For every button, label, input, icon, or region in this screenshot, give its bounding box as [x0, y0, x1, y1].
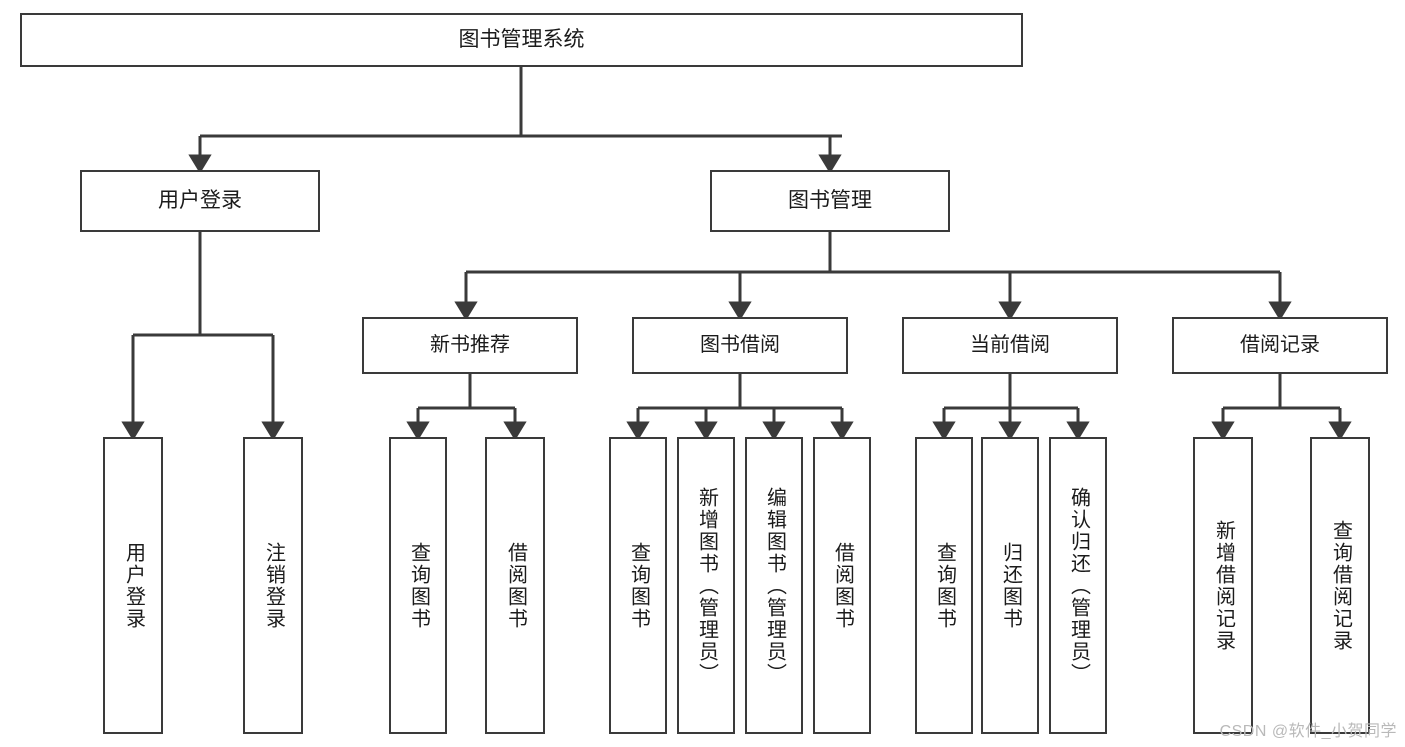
node-leaf-12-label: 新增借阅记录	[1212, 519, 1235, 652]
node-leaf-2-label: 注销登录	[262, 541, 285, 630]
node-level2-1-label: 用户登录	[158, 188, 242, 212]
node-leaf-5[interactable]: 查询图书	[609, 437, 667, 734]
node-root-label: 图书管理系统	[458, 27, 585, 51]
node-level2-2-label: 图书管理	[788, 188, 872, 212]
node-leaf-4[interactable]: 借阅图书	[485, 437, 545, 734]
node-leaf-8[interactable]: 借阅图书	[813, 437, 871, 734]
node-leaf-13[interactable]: 查询借阅记录	[1310, 437, 1370, 734]
node-leaf-7-label: 编辑图书（管理员）	[763, 486, 786, 685]
node-leaf-5-label: 查询图书	[627, 541, 650, 630]
node-leaf-8-label: 借阅图书	[831, 541, 854, 630]
node-leaf-3-label: 查询图书	[407, 541, 430, 630]
node-leaf-1-label: 用户登录	[122, 541, 145, 630]
node-level3-2-label: 图书借阅	[700, 333, 780, 356]
node-leaf-1[interactable]: 用户登录	[103, 437, 163, 734]
node-level3-4[interactable]: 借阅记录	[1172, 317, 1388, 374]
node-level3-1-label: 新书推荐	[430, 333, 510, 356]
watermark: CSDN @软件_小贺同学	[1219, 723, 1397, 740]
node-leaf-2[interactable]: 注销登录	[243, 437, 303, 734]
node-level3-3-label: 当前借阅	[970, 333, 1050, 356]
node-leaf-10[interactable]: 归还图书	[981, 437, 1039, 734]
node-leaf-11-label: 确认归还（管理员）	[1067, 486, 1090, 685]
node-level2-2[interactable]: 图书管理	[710, 170, 950, 232]
node-leaf-3[interactable]: 查询图书	[389, 437, 447, 734]
node-root[interactable]: 图书管理系统	[20, 13, 1023, 67]
node-leaf-11[interactable]: 确认归还（管理员）	[1049, 437, 1107, 734]
node-leaf-6[interactable]: 新增图书（管理员）	[677, 437, 735, 734]
node-leaf-4-label: 借阅图书	[504, 541, 527, 630]
node-level3-3[interactable]: 当前借阅	[902, 317, 1118, 374]
node-leaf-12[interactable]: 新增借阅记录	[1193, 437, 1253, 734]
node-leaf-10-label: 归还图书	[999, 541, 1022, 630]
node-leaf-7[interactable]: 编辑图书（管理员）	[745, 437, 803, 734]
node-level3-1[interactable]: 新书推荐	[362, 317, 578, 374]
node-leaf-13-label: 查询借阅记录	[1329, 519, 1352, 652]
node-level3-4-label: 借阅记录	[1240, 333, 1320, 356]
node-level3-2[interactable]: 图书借阅	[632, 317, 848, 374]
node-level2-1[interactable]: 用户登录	[80, 170, 320, 232]
node-leaf-9[interactable]: 查询图书	[915, 437, 973, 734]
node-leaf-9-label: 查询图书	[933, 541, 956, 630]
node-leaf-6-label: 新增图书（管理员）	[695, 486, 718, 685]
